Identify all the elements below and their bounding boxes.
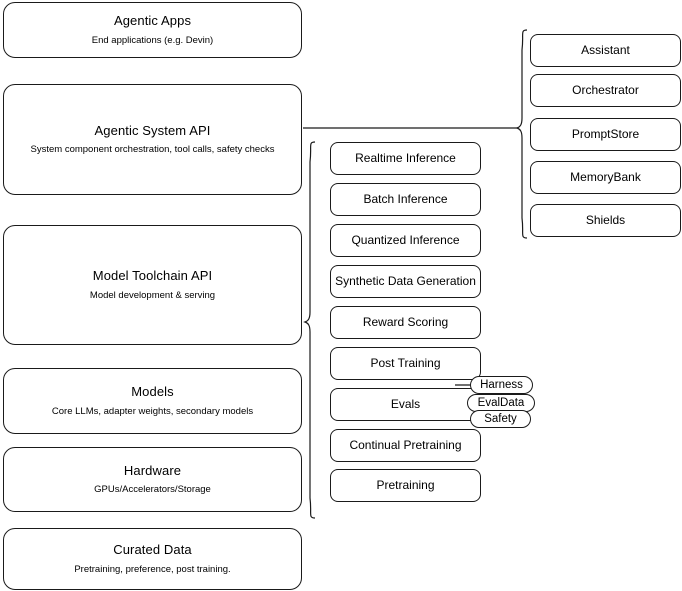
chip-label: Pretraining	[376, 478, 435, 492]
agentic-chip-orchestrator[interactable]: Orchestrator	[530, 74, 681, 107]
pill-label: Harness	[480, 379, 523, 391]
brace-agentic-components	[515, 29, 528, 239]
chip-label: PromptStore	[571, 127, 640, 141]
chip-label: MemoryBank	[570, 170, 641, 184]
toolchain-chip-batch-inference[interactable]: Batch Inference	[330, 183, 481, 216]
toolchain-chip-synthetic-data-generation[interactable]: Synthetic Data Generation	[330, 265, 481, 298]
layer-title: Models	[131, 384, 174, 400]
chip-label: Post Training	[370, 356, 441, 370]
toolchain-chip-pretraining[interactable]: Pretraining	[330, 469, 481, 502]
toolchain-chip-quantized-inference[interactable]: Quantized Inference	[330, 224, 481, 257]
agentic-chip-assistant[interactable]: Assistant	[530, 34, 681, 67]
layer-box-curated-data[interactable]: Curated Data Pretraining, preference, po…	[3, 528, 302, 590]
layer-box-agentic-system-api[interactable]: Agentic System API System component orch…	[3, 84, 302, 195]
layer-title: Hardware	[123, 462, 182, 478]
evals-pill-safety[interactable]: Safety	[470, 410, 531, 428]
chip-label: Quantized Inference	[351, 233, 460, 247]
toolchain-chip-realtime-inference[interactable]: Realtime Inference	[330, 142, 481, 175]
toolchain-chip-continual-pretraining[interactable]: Continual Pretraining	[330, 429, 481, 462]
chip-label: Evals	[390, 397, 421, 411]
toolchain-chip-evals[interactable]: Evals	[330, 388, 481, 421]
layer-box-model-toolchain-api[interactable]: Model Toolchain API Model development & …	[3, 225, 302, 345]
layer-subtitle: Model development & serving	[89, 289, 216, 301]
chip-label: Continual Pretraining	[349, 438, 462, 452]
layer-subtitle: Pretraining, preference, post training.	[74, 563, 231, 575]
layer-title: Model Toolchain API	[92, 268, 213, 284]
chip-label: Reward Scoring	[362, 315, 449, 329]
layer-box-agentic-apps[interactable]: Agentic Apps End applications (e.g. Devi…	[3, 2, 302, 58]
pill-label: Safety	[484, 413, 517, 425]
pill-label: EvalData	[477, 397, 525, 409]
chip-label: Shields	[585, 213, 626, 227]
layer-title: Curated Data	[113, 542, 192, 558]
layer-subtitle: GPUs/Accelerators/Storage	[94, 484, 211, 496]
agentic-chip-memorybank[interactable]: MemoryBank	[530, 161, 681, 194]
agentic-chip-shields[interactable]: Shields	[530, 204, 681, 237]
evals-pill-harness[interactable]: Harness	[470, 376, 533, 394]
layer-title: Agentic System API	[94, 122, 211, 138]
chip-label: Orchestrator	[572, 83, 639, 97]
chip-label: Synthetic Data Generation	[335, 274, 476, 288]
chip-label: Assistant	[581, 43, 630, 57]
layer-box-models[interactable]: Models Core LLMs, adapter weights, secon…	[3, 368, 302, 434]
toolchain-chip-post-training[interactable]: Post Training	[330, 347, 481, 380]
layer-subtitle: End applications (e.g. Devin)	[91, 34, 214, 46]
layer-box-hardware[interactable]: Hardware GPUs/Accelerators/Storage	[3, 447, 302, 512]
agentic-chip-promptstore[interactable]: PromptStore	[530, 118, 681, 151]
brace-toolchain-components	[303, 141, 316, 519]
layer-subtitle: Core LLMs, adapter weights, secondary mo…	[51, 405, 254, 417]
toolchain-chip-reward-scoring[interactable]: Reward Scoring	[330, 306, 481, 339]
layer-subtitle: System component orchestration, tool cal…	[30, 144, 275, 156]
layer-title: Agentic Apps	[113, 13, 192, 29]
chip-label: Batch Inference	[363, 192, 448, 206]
chip-label: Realtime Inference	[355, 151, 456, 165]
